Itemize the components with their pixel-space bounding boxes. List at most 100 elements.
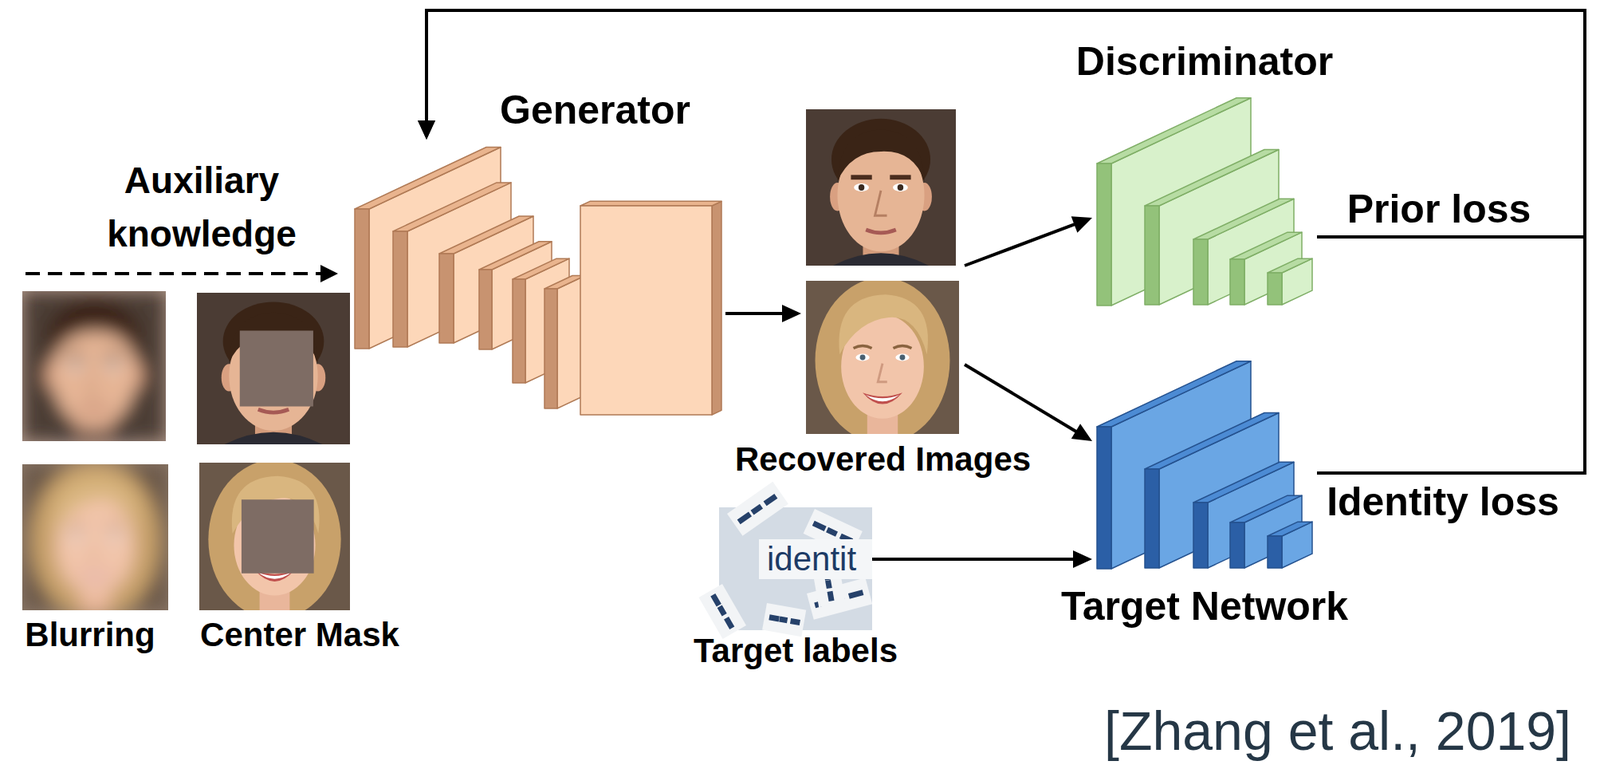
layer-top-face bbox=[1267, 258, 1313, 273]
paper-scrap-face bbox=[758, 538, 873, 579]
figure-rect bbox=[241, 499, 315, 574]
recovered-images: Recovered Images bbox=[801, 106, 965, 437]
recovered-images-shape bbox=[801, 106, 965, 437]
connector-arrow bbox=[872, 550, 1093, 568]
paper-scrap-face bbox=[699, 583, 747, 639]
layer-front-face bbox=[1230, 259, 1245, 305]
masked-face-image bbox=[199, 459, 350, 619]
connector-arrow bbox=[417, 10, 1585, 473]
layer-front-face bbox=[544, 288, 558, 409]
layer-top-face bbox=[1230, 495, 1302, 523]
layer-top-face bbox=[1230, 231, 1302, 260]
word-fragment bbox=[739, 495, 777, 523]
edge-label: Identity loss bbox=[1323, 479, 1563, 526]
layer-top-face bbox=[580, 200, 722, 206]
figure-use bbox=[22, 290, 166, 445]
citation: [Zhang et al., 2019] bbox=[1104, 703, 1572, 758]
layer-side-face bbox=[711, 200, 722, 415]
layer-front-face bbox=[512, 279, 526, 383]
layer-top-face bbox=[439, 216, 534, 254]
connector-line bbox=[426, 10, 1585, 237]
layer-front-face bbox=[1096, 426, 1112, 569]
blurred-face-image bbox=[22, 460, 169, 619]
paper-scrap-face bbox=[762, 602, 806, 637]
arrow-head bbox=[417, 120, 436, 140]
edge-label: Prior loss bbox=[1344, 186, 1535, 233]
recovered-face-image bbox=[805, 109, 956, 269]
annotation-label: Auxiliary knowledge bbox=[94, 153, 310, 260]
figure-use bbox=[805, 277, 960, 443]
connector-arrow bbox=[964, 364, 1093, 441]
node-heading: Generator bbox=[499, 87, 691, 134]
layer-front-face bbox=[439, 253, 454, 343]
figure-g bbox=[22, 460, 169, 619]
word-fragment bbox=[813, 522, 852, 542]
figure-rect bbox=[239, 330, 314, 407]
node-heading: Discriminator bbox=[1076, 39, 1333, 86]
layer-top-face bbox=[1144, 149, 1279, 207]
layer-top-face bbox=[544, 275, 586, 289]
layer-top-face bbox=[1096, 98, 1251, 164]
connector-arrow bbox=[964, 216, 1093, 266]
connector-line bbox=[872, 557, 1075, 561]
layer-front-face bbox=[1144, 468, 1160, 568]
connector-line bbox=[964, 224, 1076, 266]
target-network-shape bbox=[1092, 350, 1317, 574]
word-fragment bbox=[712, 594, 732, 629]
discriminator-network-shape bbox=[1092, 87, 1317, 310]
arrow-head bbox=[1071, 216, 1093, 233]
connector-line bbox=[725, 311, 784, 315]
paper-scrap bbox=[727, 481, 789, 536]
layer-front-face bbox=[1193, 502, 1208, 568]
figure-use bbox=[199, 459, 350, 619]
image-caption: Blurring bbox=[24, 615, 155, 654]
word-fragment bbox=[769, 617, 800, 623]
layer-front-face bbox=[1144, 205, 1160, 305]
layer-front-face bbox=[354, 208, 370, 349]
connector-line bbox=[964, 364, 1078, 433]
connector-line bbox=[426, 10, 1585, 473]
layer-top-face bbox=[393, 182, 512, 232]
arrow-head bbox=[1073, 550, 1093, 568]
arrow-head bbox=[782, 304, 802, 323]
layer-front-face bbox=[393, 231, 408, 347]
layer-front-face bbox=[1267, 272, 1282, 305]
image-caption: Center Mask bbox=[200, 615, 400, 654]
layer-front-face bbox=[1193, 239, 1208, 305]
layer-front-face bbox=[479, 269, 492, 350]
layer-top-face bbox=[1144, 412, 1279, 470]
figure-use bbox=[805, 109, 956, 269]
recovered-face-image bbox=[805, 277, 960, 443]
layer-front-face bbox=[1267, 535, 1282, 568]
layer-front-face bbox=[580, 205, 712, 415]
node-caption: Target Network bbox=[1061, 583, 1349, 630]
layer-front-face bbox=[1230, 522, 1245, 568]
arrow-head bbox=[1071, 423, 1093, 441]
arrow-head bbox=[320, 264, 339, 283]
blurred-face-image bbox=[22, 290, 166, 445]
figure-use bbox=[22, 460, 169, 619]
dashed-arrow-line bbox=[25, 271, 323, 276]
figure-use bbox=[196, 292, 350, 448]
discriminator-network: Discriminator bbox=[1092, 87, 1317, 310]
generator-network-shape bbox=[350, 139, 726, 421]
layer-front-face bbox=[1096, 163, 1112, 306]
generator-network: Generator bbox=[350, 139, 726, 421]
layer-top-face bbox=[512, 258, 570, 280]
layer-top-face bbox=[1193, 461, 1294, 503]
node-caption: Target labels bbox=[693, 631, 898, 670]
figure-g bbox=[22, 290, 166, 445]
node-caption: Recovered Images bbox=[735, 440, 1031, 479]
paper-scrap bbox=[699, 583, 747, 639]
arrow-head bbox=[417, 120, 436, 140]
masked-face-image bbox=[196, 292, 350, 448]
paper-scrap bbox=[762, 602, 806, 637]
layer-top-face bbox=[1193, 198, 1294, 240]
connector-arrow bbox=[417, 10, 1585, 237]
connector-arrow bbox=[725, 304, 802, 323]
layer-top-face bbox=[1267, 521, 1313, 536]
target-network: Target Network bbox=[1092, 350, 1317, 574]
image-word: identit bbox=[766, 539, 857, 578]
paper-scrap-face bbox=[727, 481, 789, 536]
